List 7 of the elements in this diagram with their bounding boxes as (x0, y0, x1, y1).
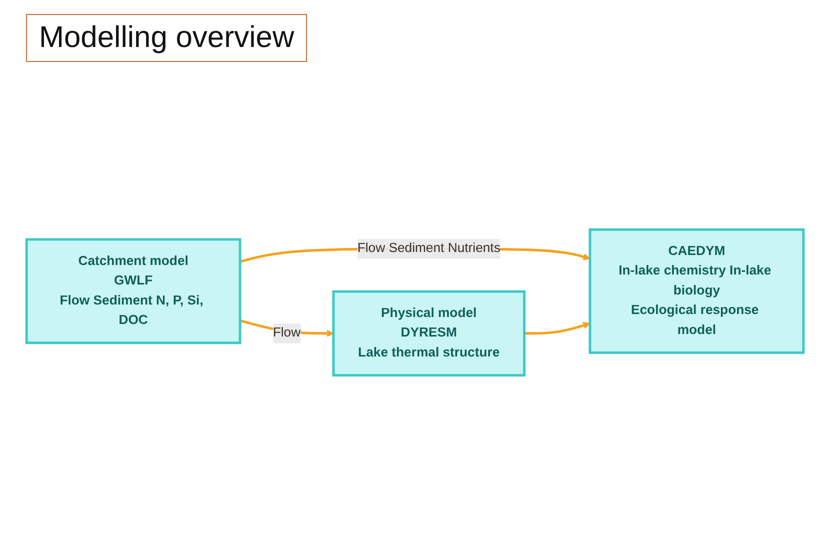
edge-label: Flow (272, 326, 301, 340)
edge-label: Flow Sediment Nutrients (357, 242, 500, 256)
node-box: Physical model DYRESM Lake thermal structure (332, 290, 526, 377)
node-box: CAEDYM In-lake chemistry In-lake biology Ecological response model (588, 228, 805, 354)
arrow (524, 322, 590, 335)
node-box: Catchment model GWLF Flow Sediment N, P, Si, DOC (25, 238, 242, 344)
slide-title: Modelling overview (26, 14, 308, 62)
